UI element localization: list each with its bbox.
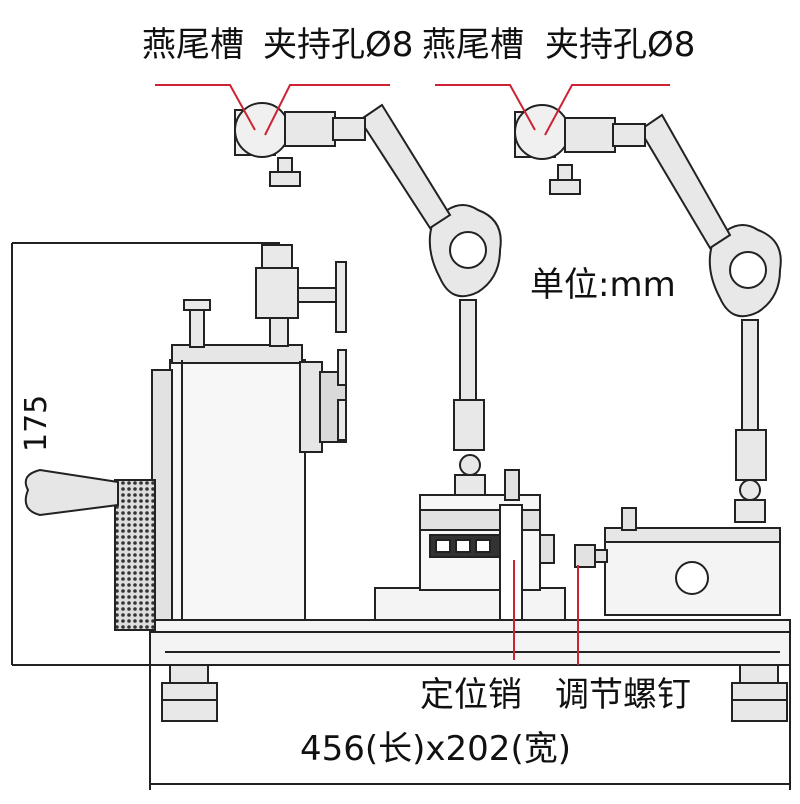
base-dimension-line <box>149 665 791 790</box>
clamp-hole-label-left: 夹持孔Ø8 <box>263 25 414 65</box>
dovetail-label-right: 燕尾槽 <box>422 25 524 65</box>
dovetail-label-left: 燕尾槽 <box>142 25 244 65</box>
foot-right <box>731 664 788 722</box>
adjust-screw-label: 调节螺钉 <box>555 675 691 715</box>
base-plate <box>149 619 791 666</box>
headstock-top-assembly <box>183 244 347 441</box>
headstock <box>151 344 347 621</box>
right-slide <box>574 507 781 616</box>
handwheel <box>24 468 156 631</box>
center-fixture <box>374 469 566 621</box>
base-dimension-label: 456(长)x202(宽) <box>300 729 571 769</box>
locating-pin-label: 定位销 <box>420 675 522 715</box>
height-dimension-label: 175 <box>19 394 54 452</box>
leader-lines <box>155 84 670 665</box>
unit-label: 单位:mm <box>530 265 676 305</box>
gauge-stand-left <box>234 102 502 498</box>
height-dimension <box>11 242 280 666</box>
foot-left <box>161 664 218 722</box>
clamp-hole-label-right: 夹持孔Ø8 <box>545 25 696 65</box>
gauge-stand-right <box>514 104 782 523</box>
